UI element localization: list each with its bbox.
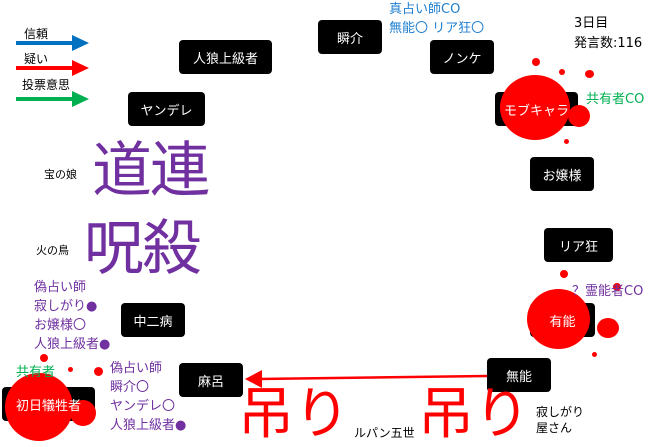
node-yuno-label: 有能 (549, 314, 576, 330)
node-nonke[interactable]: ノンケ (430, 40, 494, 74)
dead-name-1: 宝の娘 (44, 168, 77, 181)
node-shonichi-label: 初日犠牲者 (15, 398, 81, 414)
shonichi-role-note: 共有者 (16, 365, 56, 380)
dead-name-4-line1: 寂しがり (536, 405, 585, 419)
note-line: 真占い師CO (389, 2, 461, 17)
note-line: ヤンデレ〇 (110, 399, 176, 414)
hang-label-1: 吊り (238, 382, 350, 447)
legend-doubt-arrow (16, 60, 89, 76)
legend-vote-arrow (16, 91, 89, 107)
node-shunsuke[interactable]: 瞬介 (318, 20, 382, 54)
node-chuni[interactable]: 中二病 (121, 303, 185, 337)
legend-doubt-label: 疑い (24, 52, 49, 66)
node-riakyo[interactable]: リア狂 (544, 228, 613, 262)
status-panel: 3日目 発言数:116 (574, 14, 642, 54)
node-yandere[interactable]: ヤンデレ (128, 92, 205, 126)
note-line: 瞬介〇 (110, 380, 150, 395)
node-muno[interactable]: 無能 (487, 358, 551, 392)
post-count: 発言数:116 (574, 36, 643, 51)
legend-trust-label: 信頼 (24, 27, 49, 41)
node-mob-label: モブキャラ (503, 103, 569, 119)
mob-co-note: 共有者CO (586, 92, 645, 107)
doubt-arrow-muno-to-maro (245, 370, 488, 388)
note-line: 偽占い師 (34, 280, 87, 295)
node-maro[interactable]: 麻呂 (179, 363, 243, 397)
note-line: お嬢様〇 (34, 318, 87, 333)
fake-seer-note-1: 偽占い師 寂しがり● お嬢様〇 人狼上級者● (34, 278, 110, 354)
note-line: 人狼上級者● (110, 418, 187, 433)
note-line: 無能〇 リア狂〇 (389, 21, 485, 36)
note-line: 偽占い師 (110, 361, 163, 376)
note-line: 人狼上級者● (34, 337, 111, 352)
node-jinro[interactable]: 人狼上級者 (179, 40, 272, 74)
hang-label-2: 吊り (418, 382, 530, 447)
dead-name-3: ルパン五世 (354, 426, 415, 440)
node-ojou[interactable]: お嬢様 (530, 157, 594, 191)
fake-seer-note-2: 偽占い師 瞬介〇 ヤンデレ〇 人狼上級者● (110, 359, 186, 435)
dead-name-2: 火の鳥 (36, 244, 69, 257)
legend-trust-arrow (16, 35, 89, 51)
legend-vote-label: 投票意思 (22, 78, 71, 92)
yuno-co-note: ？霊能者CO (572, 284, 644, 299)
shunsuke-co-note: 真占い師CO 無能〇 リア狂〇 (389, 0, 484, 38)
jusatsu-label: 呪殺 (84, 214, 202, 284)
michizure-label: 道連 (92, 136, 210, 206)
day-label: 3日目 (574, 16, 609, 31)
note-line: 寂しがり● (34, 299, 98, 314)
dead-name-4-line2: 屋さん (536, 421, 573, 435)
dead-name-4: 寂しがり 屋さん (536, 404, 584, 436)
